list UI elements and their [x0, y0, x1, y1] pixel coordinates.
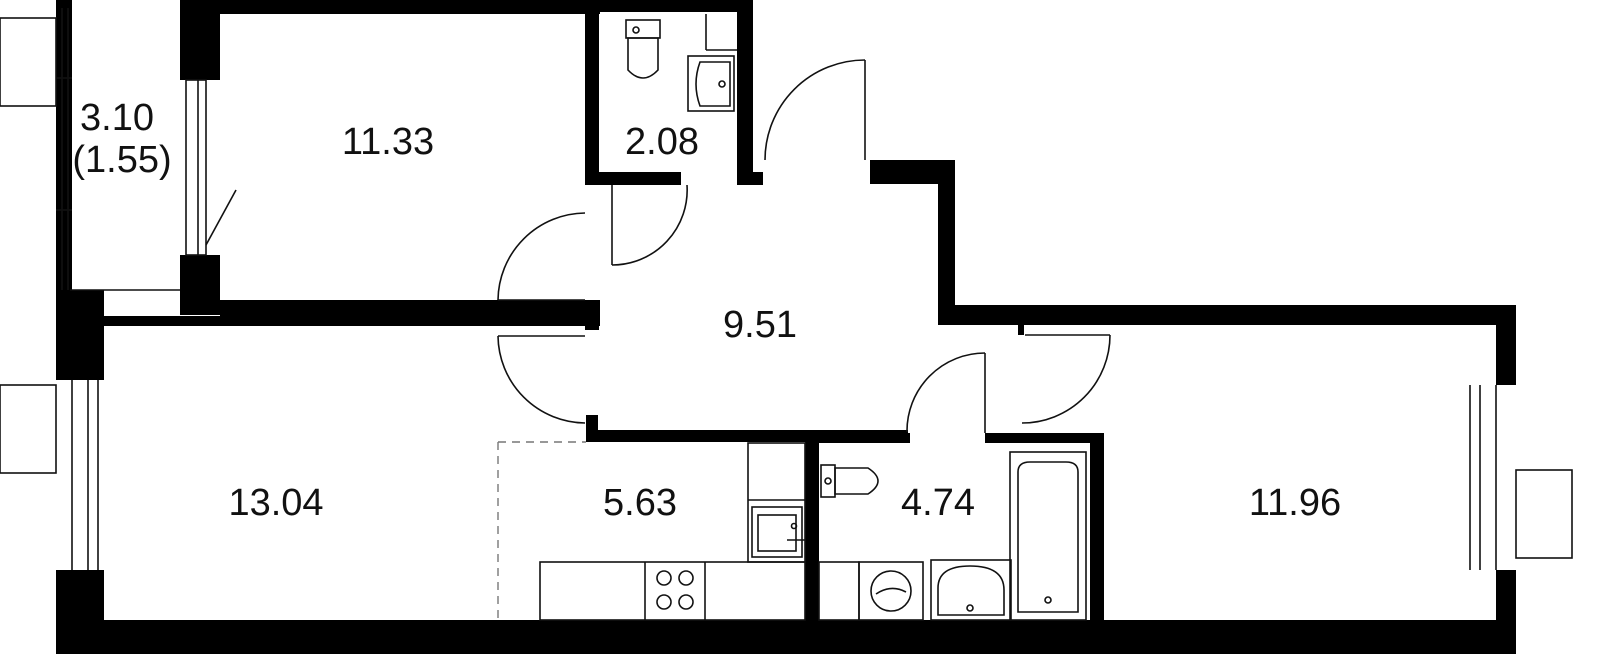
kitchen-sink-icon — [751, 506, 805, 558]
sink-icon — [687, 55, 735, 112]
kitchen-zone-divider — [497, 441, 586, 620]
room-labels: 3.10 (1.55) 11.33 2.08 9.51 13.04 5.63 4… — [72, 97, 1341, 524]
living-room-area-label: 13.04 — [228, 482, 323, 524]
walls — [56, 0, 1516, 654]
window-toilet — [705, 14, 737, 51]
doors — [497, 59, 1111, 433]
washbasin-icon — [930, 559, 1012, 621]
kitchen-counter — [539, 442, 806, 621]
bedroom-2-area-label: 11.96 — [1249, 482, 1341, 524]
bathroom-area-label: 4.74 — [901, 482, 975, 524]
window-left — [0, 380, 99, 570]
balcony-reduced-area-label: (1.55) — [72, 139, 171, 181]
toilet-fixture-icon — [625, 19, 661, 79]
bathtub-icon — [1009, 451, 1087, 621]
toilet-area-label: 2.08 — [625, 121, 699, 163]
bedroom-area-label: 11.33 — [342, 121, 434, 163]
stove-icon — [656, 570, 694, 610]
wc-icon — [820, 464, 879, 498]
washing-machine-icon — [818, 561, 924, 621]
hallway-area-label: 9.51 — [723, 304, 797, 346]
window-right — [1469, 385, 1573, 570]
kitchen-area-label: 5.63 — [603, 482, 677, 524]
balcony-railing — [0, 8, 237, 291]
balcony-area-label: 3.10 — [80, 97, 154, 139]
